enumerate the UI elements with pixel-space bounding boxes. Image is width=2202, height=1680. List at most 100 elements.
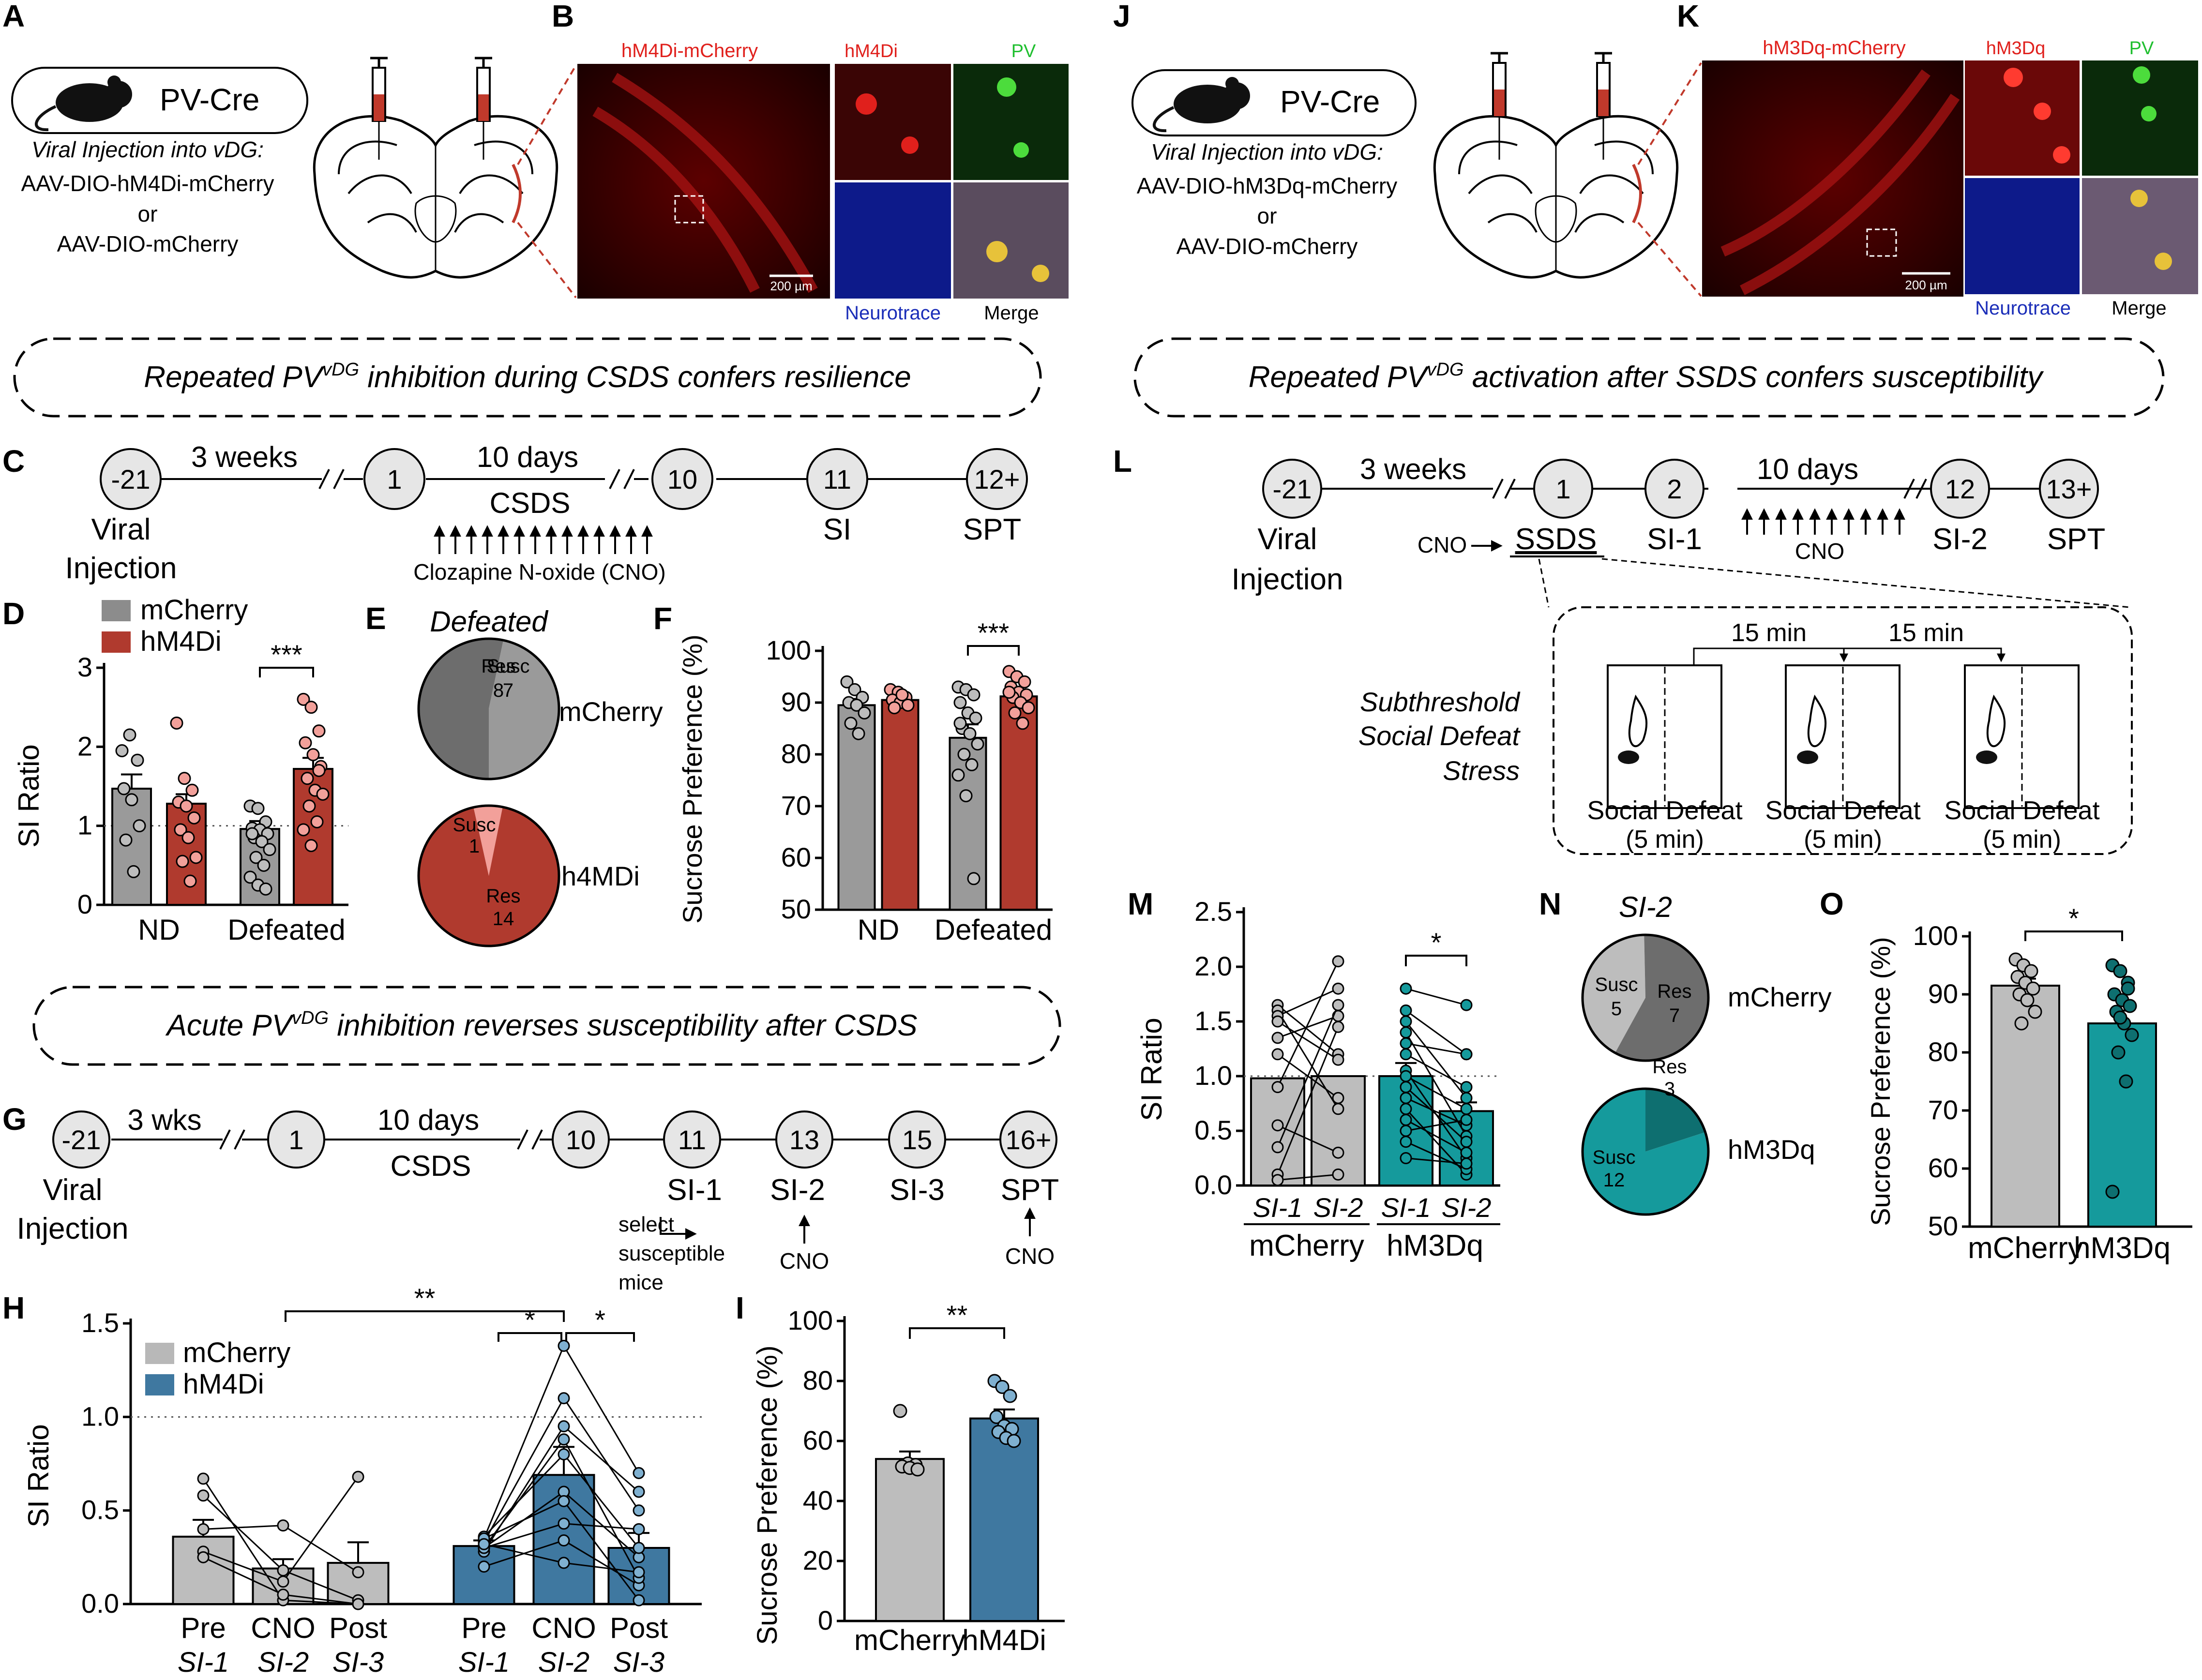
timeline-g: G -21 1 10 11 13 15 16+ 3 wks 10 days CS… (2, 1102, 1059, 1294)
pie-slice (418, 807, 559, 946)
pie-slice (1645, 1089, 1705, 1152)
data-point (304, 701, 318, 714)
data-point (633, 1485, 645, 1498)
x-tick-label: Defeated (227, 914, 346, 946)
pie-count-susc-2: 12 (1603, 1170, 1625, 1191)
tl-select: select (618, 1213, 674, 1236)
data-point (1460, 999, 1473, 1011)
tl-spt: SPT (1001, 1173, 1059, 1207)
data-point (1400, 1113, 1412, 1126)
sig-label: *** (978, 617, 1009, 648)
data-point (176, 855, 189, 868)
tl-injection: Injection (1232, 563, 1343, 596)
tl-si-2: SI-2 (770, 1173, 825, 1207)
pie-label-res-2: Res (486, 885, 520, 907)
tl-weeks: 3 weeks (191, 441, 298, 473)
brain-section-icon (1433, 115, 1679, 279)
arena-label-1b: (5 min) (1626, 825, 1704, 854)
sig-bracket (285, 1310, 565, 1322)
panel-b: B hM4Di-mCherry 200 µm hM4Di PV Neurotra… (552, 0, 1069, 324)
pie-slice (418, 638, 504, 779)
y-tick-label: 1.0 (1194, 1060, 1232, 1091)
data-point (180, 799, 193, 813)
bar (1378, 1075, 1433, 1186)
channel-label-3: Neurotrace (1975, 298, 2071, 319)
pie-label-susc: Susc (1595, 974, 1638, 995)
tl-cno-1: CNO (780, 1248, 829, 1274)
mouse-icon (1618, 750, 1639, 764)
x-tick-label: SI-3 (332, 1647, 384, 1678)
paired-line (1405, 1141, 1467, 1170)
data-point (1332, 1146, 1344, 1159)
data-point (277, 1519, 289, 1532)
pie-chart-2 (1581, 1087, 1710, 1216)
pie-slice (1615, 935, 1708, 1061)
tl-node: 1 (387, 464, 402, 495)
data-point (197, 1489, 210, 1502)
sig-label: * (2068, 903, 2079, 933)
panel-letter-o: O (1820, 886, 1844, 921)
data-point (312, 724, 326, 738)
banner-sup: vDG (1427, 360, 1464, 380)
paired-line (1277, 1005, 1339, 1148)
data-point (558, 1495, 570, 1507)
data-point (299, 736, 312, 750)
data-point (302, 799, 316, 813)
tl-viral: Viral (43, 1173, 103, 1207)
y-tick-label: 60 (803, 1425, 833, 1455)
data-point (297, 823, 310, 837)
paired-line (1405, 1075, 1467, 1110)
data-point (2113, 964, 2127, 978)
paired-line (1277, 1026, 1339, 1175)
y-tick-label: 80 (1928, 1036, 1958, 1067)
y-tick-label: 80 (781, 738, 811, 769)
data-point (123, 728, 136, 742)
banner-3: Acute PVvDG inhibition reverses suscepti… (32, 986, 1061, 1066)
banner-sup: vDG (292, 1008, 329, 1028)
paired-line (1405, 1021, 1467, 1099)
pie-label-susc-2: Susc (453, 814, 496, 836)
paired-line (1277, 988, 1339, 1017)
micrograph-title: hM4Di-mCherry (621, 40, 758, 61)
timeline-c: C -21 1 10 11 12+ 3 weeks 10 days CSDS V… (2, 441, 1028, 585)
data-point (558, 1339, 570, 1352)
micrograph-main (577, 64, 830, 299)
panel-n: N SI-2 Susc 5 Res 7 mCherry Res 3 Susc 1… (1539, 886, 1832, 1216)
pie-label-res: Res (481, 656, 515, 677)
bar (875, 1458, 945, 1622)
sig-label: ** (947, 1300, 968, 1330)
paired-line (1405, 1042, 1467, 1055)
panel-a: A PV-Cre Viral Injection into vDG: AAV-D… (2, 0, 577, 299)
banner-2: Repeated PVvDG activation after SSDS con… (1133, 337, 2165, 418)
tl-injection: Injection (65, 552, 177, 585)
data-point (352, 1566, 364, 1578)
channel-label-1: hM4Di (845, 41, 898, 61)
paired-line (1277, 1015, 1339, 1039)
y-tick-label: 1 (77, 810, 92, 840)
tl-node: 12+ (974, 464, 1020, 495)
scale-bar-label: 200 µm (1905, 278, 1947, 292)
data-point (1002, 686, 1016, 699)
sig-bracket (909, 1327, 1005, 1339)
data-point (1460, 1113, 1473, 1126)
data-point (959, 789, 973, 803)
y-tick-label: 90 (781, 687, 811, 717)
svg-text:Repeated PVvDG activation afte: Repeated PVvDG activation after SSDS con… (1249, 360, 2045, 394)
data-point (478, 1538, 490, 1550)
virus-line-1: AAV-DIO-hM3Dq-mCherry (1137, 173, 1397, 198)
data-point (316, 787, 330, 801)
tl-weeks: 3 weeks (1360, 453, 1466, 485)
pie-group-1: mCherry (559, 696, 663, 727)
data-point (957, 748, 971, 761)
interval-1: 15 min (1731, 619, 1807, 647)
tl-si-1: SI-1 (667, 1173, 722, 1207)
data-point (297, 692, 310, 706)
pie-outline (417, 804, 560, 947)
plot-area-h: 0.00.51.01.5PreSI-1CNOSI-2PostSI-3PreSI-… (81, 1283, 702, 1678)
x-tick-label: SI-1 (1253, 1192, 1303, 1223)
x-tick-label: SI-2 (538, 1647, 589, 1678)
tl-si: SI (823, 513, 852, 546)
panel-letter-n: N (1539, 886, 1561, 921)
panel-letter-f: F (653, 601, 672, 636)
